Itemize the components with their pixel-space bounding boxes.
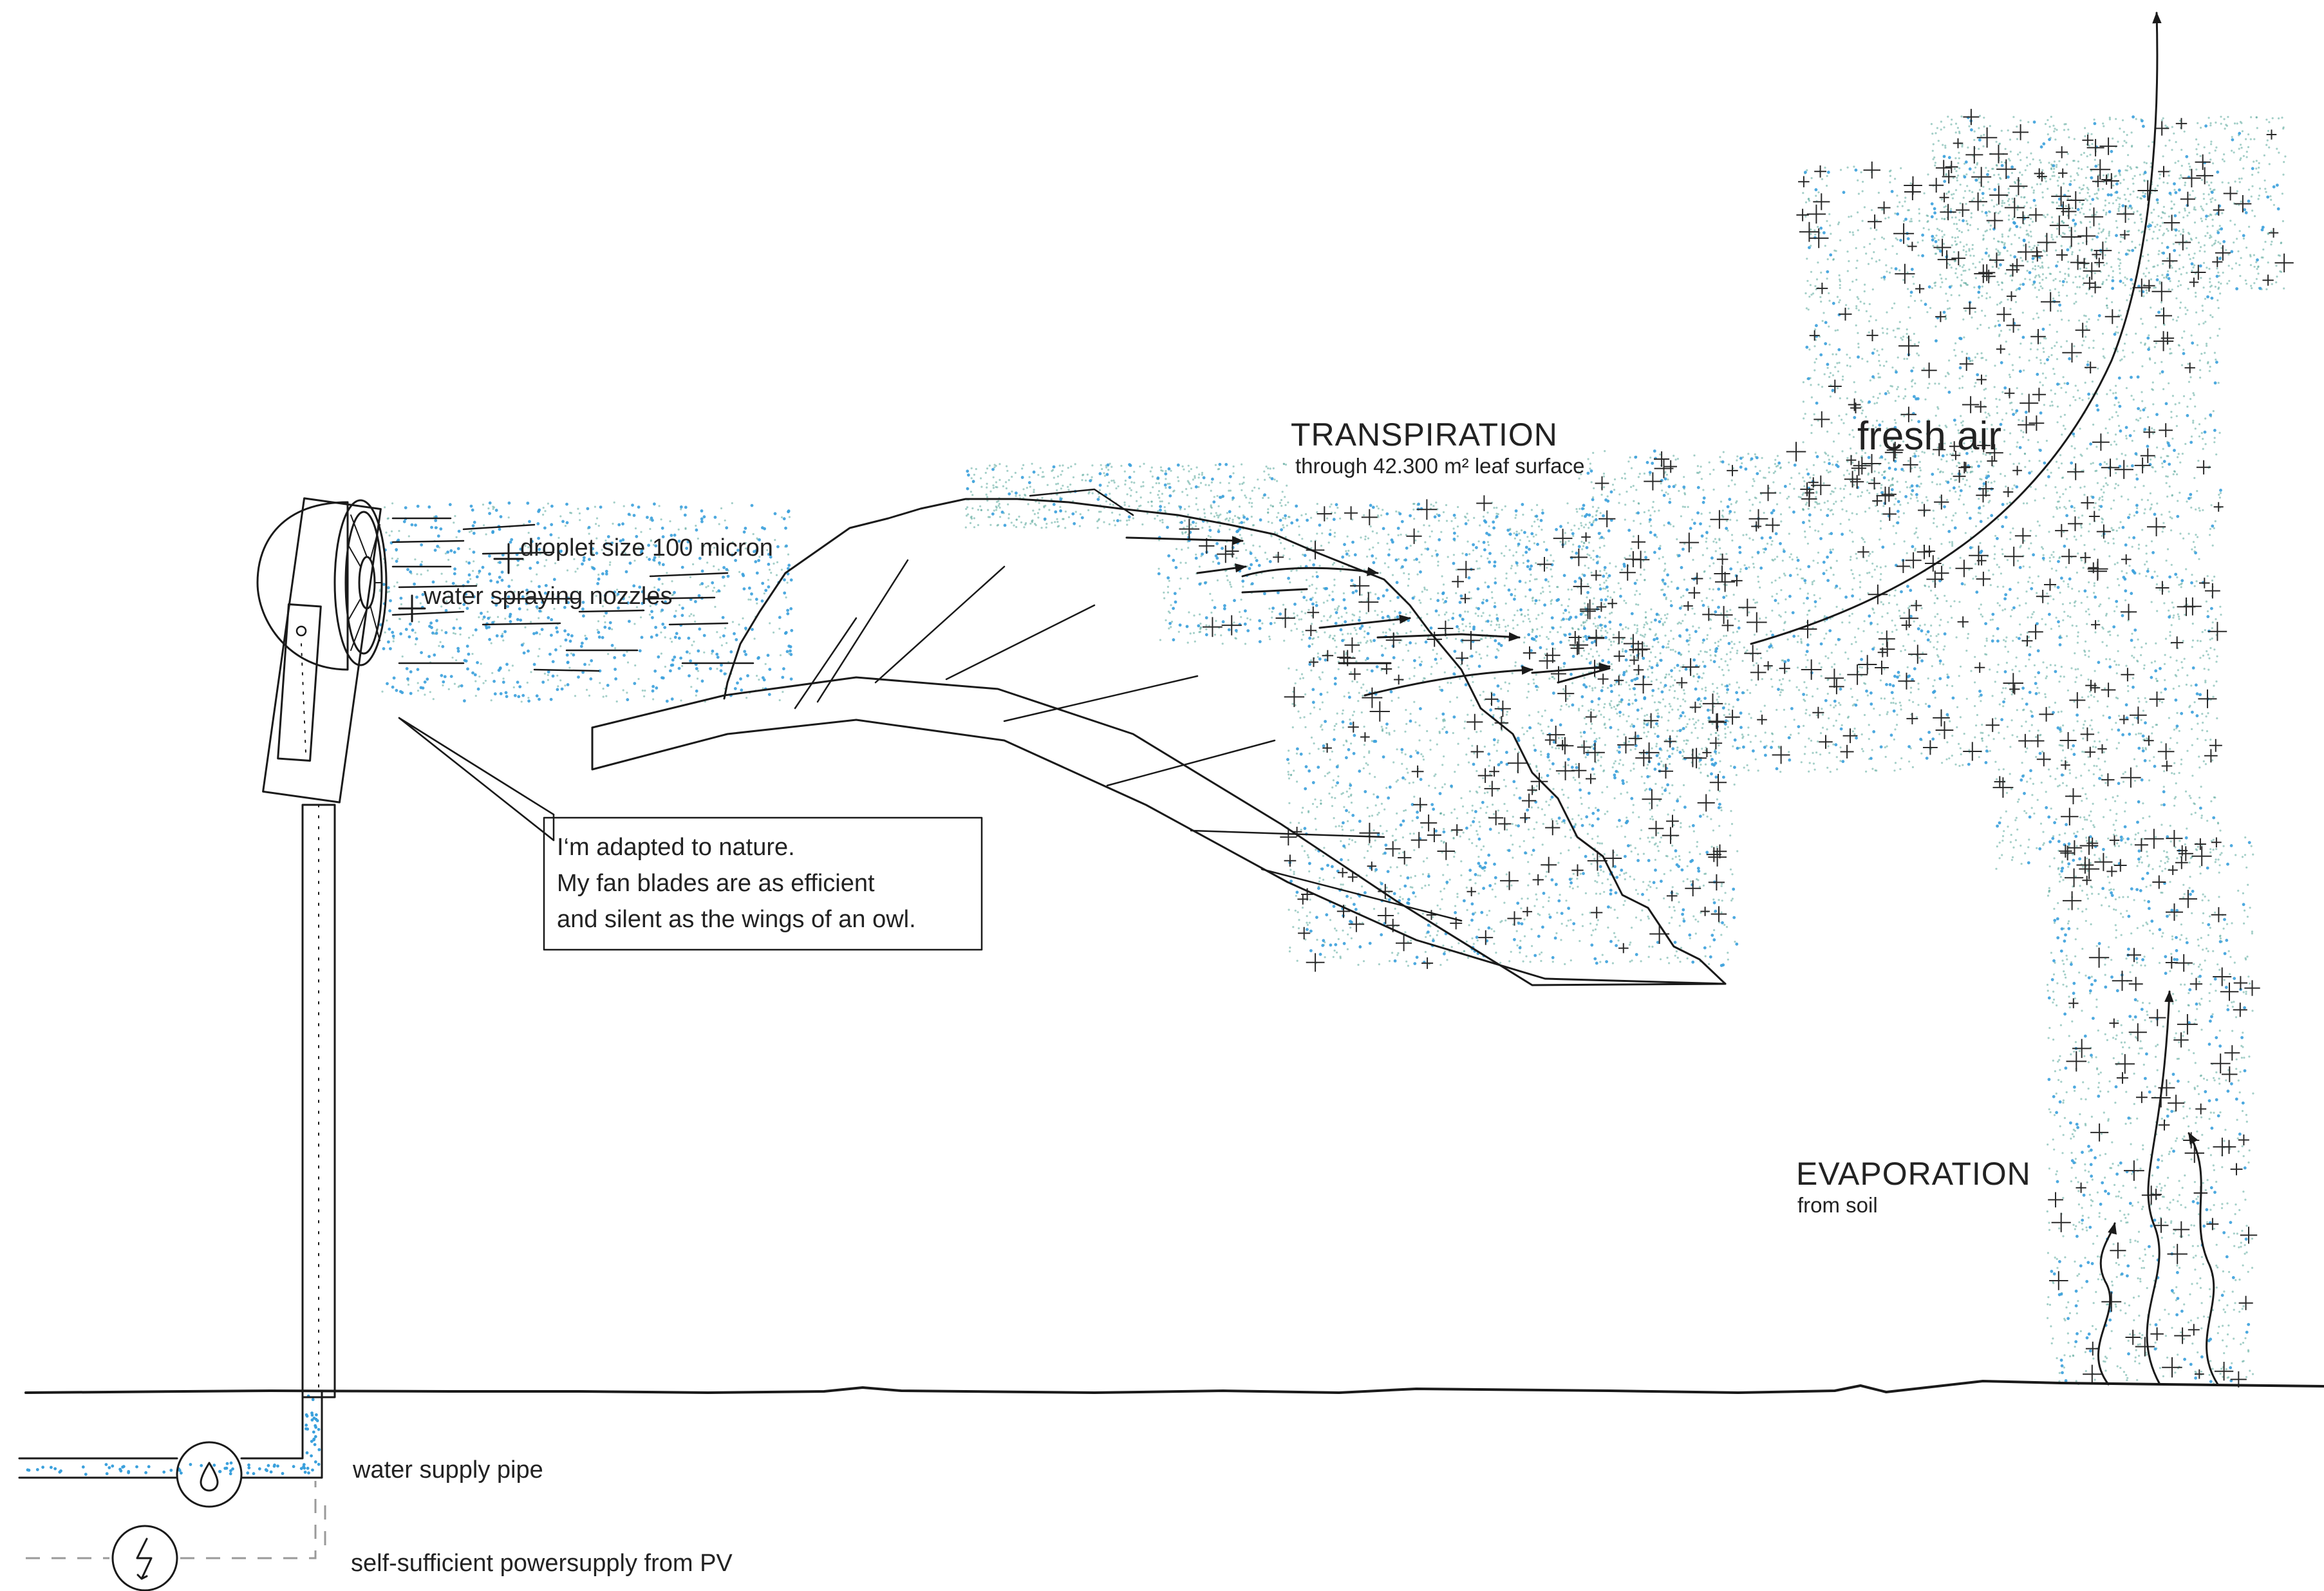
evaporation-subtitle: from soil <box>1797 1193 1878 1217</box>
callout-line-2: My fan blades are as efficient <box>557 870 875 897</box>
evaporation-arrows <box>2097 990 2219 1386</box>
fresh-air-label: fresh air <box>1857 414 2001 458</box>
callout-line-1: I‘m adapted to nature. <box>557 834 795 861</box>
fan-unit <box>256 497 388 1398</box>
water-pipe-label: water supply pipe <box>352 1456 543 1483</box>
transpiration-title: TRANSPIRATION <box>1291 417 1558 453</box>
fresh-air-arrow <box>1750 12 2162 645</box>
spray-streaks <box>391 517 754 672</box>
underground-supply <box>18 1389 326 1591</box>
droplet-cross-marks <box>398 543 524 623</box>
nozzles-label: water spraying nozzles <box>423 583 673 610</box>
power-line <box>26 1481 317 1559</box>
power-supply-label: self-sufficient powersupply from PV <box>351 1550 733 1577</box>
droplet-size-label: droplet size 100 micron <box>520 534 773 561</box>
fan-callout: I‘m adapted to nature. My fan blades are… <box>398 717 983 951</box>
evaporation-title: EVAPORATION <box>1796 1156 2031 1192</box>
transpiration-arrows <box>1125 536 1611 697</box>
ground-line <box>24 1380 2324 1394</box>
water-droplet-dots <box>26 115 2280 1476</box>
lightning-icon <box>136 1538 153 1580</box>
power-source <box>111 1525 178 1591</box>
leaf-illustration <box>591 488 1727 986</box>
callout-line-3: and silent as the wings of an owl. <box>557 906 916 933</box>
water-pump <box>176 1441 243 1508</box>
water-drop-icon <box>200 1462 219 1492</box>
transpiration-subtitle: through 42.300 m² leaf surface <box>1295 454 1584 478</box>
